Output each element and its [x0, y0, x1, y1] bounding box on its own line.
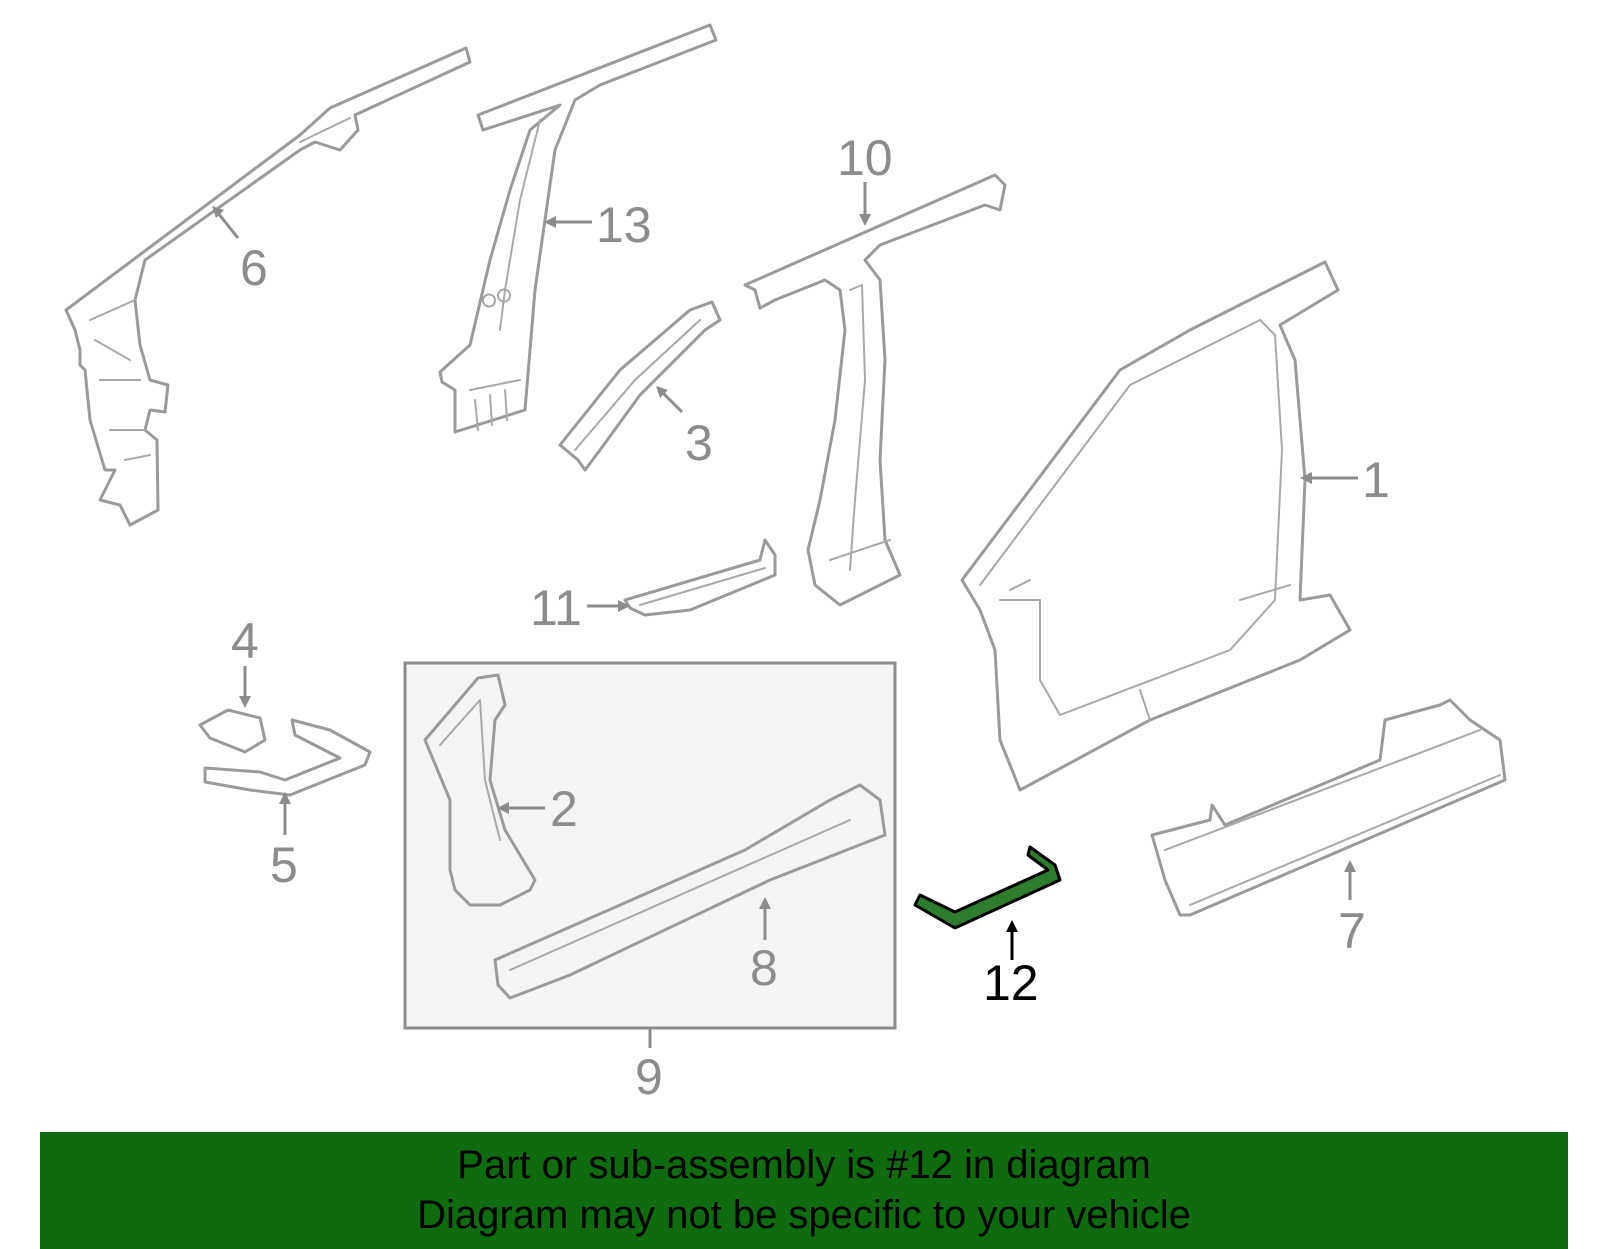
callout-4: 4 — [231, 613, 259, 669]
part-7-rocker-outer[interactable] — [1150, 698, 1507, 917]
part-3-roof-rail-reinforcement[interactable] — [558, 300, 722, 472]
callout-10: 10 — [837, 130, 893, 186]
callout-3: 3 — [685, 415, 713, 471]
callout-11: 11 — [530, 580, 582, 636]
callout-leaders — [212, 182, 1358, 1048]
part-4-bracket[interactable] — [198, 708, 267, 754]
part-12-highlighted[interactable] — [913, 845, 1062, 930]
subassembly-box-9 — [403, 661, 897, 1030]
part-2-pillar-lower[interactable] — [423, 673, 537, 907]
callout-8: 8 — [750, 940, 778, 996]
callout-2: 2 — [550, 781, 578, 837]
part-1-body-side-outer[interactable] — [960, 260, 1352, 792]
banner-line-2: Diagram may not be specific to your vehi… — [417, 1193, 1191, 1237]
callout-9: 9 — [635, 1049, 663, 1105]
part-5-floor-bracket[interactable] — [203, 718, 372, 797]
banner-line-1: Part or sub-assembly is #12 in diagram — [457, 1143, 1151, 1187]
callout-6: 6 — [240, 240, 268, 296]
callout-12: 12 — [983, 955, 1039, 1011]
part-10-b-pillar[interactable] — [743, 173, 1007, 607]
part-13-a-pillar-inner[interactable] — [438, 23, 718, 434]
callout-1: 1 — [1362, 452, 1390, 508]
callout-13: 13 — [596, 197, 652, 253]
info-banner: Part or sub-assembly is #12 in diagram D… — [40, 1132, 1568, 1249]
callout-7: 7 — [1338, 903, 1366, 959]
part-8-rocker-inner[interactable] — [493, 783, 887, 1000]
callout-5: 5 — [270, 837, 298, 893]
part-11-sill-reinforcement[interactable] — [623, 538, 777, 617]
part-6-front-pillar[interactable] — [64, 46, 472, 527]
